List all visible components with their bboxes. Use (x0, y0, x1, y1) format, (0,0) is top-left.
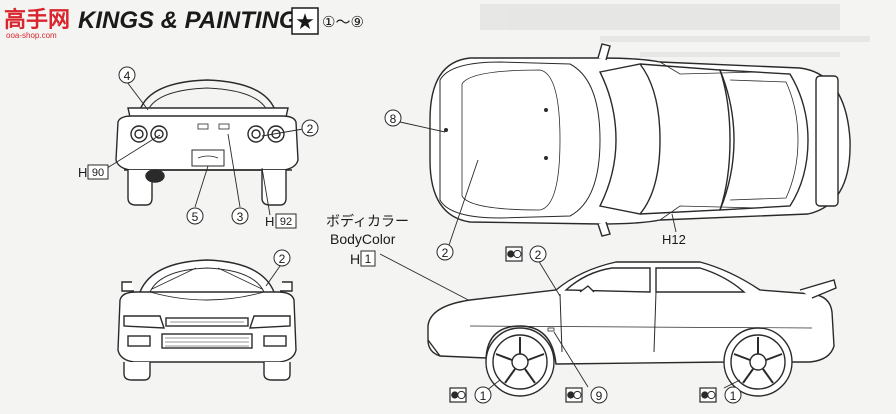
callout-top-8: 8 (390, 112, 397, 126)
callout-rear-3: 3 (237, 210, 244, 224)
side-callouts: 2 1 9 1 (449, 245, 742, 404)
callout-rear-2: 2 (307, 122, 314, 136)
section-title: KINGS & PAINTING (78, 7, 298, 34)
callout-front-2: 2 (279, 252, 286, 266)
callout-side-9: 9 (596, 389, 603, 403)
car-side-view (427, 261, 837, 397)
car-rear-view (115, 79, 299, 206)
body-color-en: BodyColor (330, 231, 396, 247)
callout-rear-5: 5 (192, 210, 199, 224)
car-front-view (117, 259, 297, 381)
callout-rear-4: 4 (124, 69, 131, 83)
callout-rear-h92-num: 92 (280, 216, 292, 228)
star-badge-icon: ★ (291, 7, 319, 35)
callout-side-1a: 1 (480, 389, 487, 403)
callout-side-1b: 1 (730, 389, 737, 403)
callout-top-h12: H12 (662, 232, 686, 247)
rear-callouts: 4 2 5 3 H 90 H 92 (78, 66, 319, 229)
callout-rear-h90-num: 90 (92, 167, 104, 179)
body-color-h-num: 1 (365, 252, 372, 266)
callout-rear-h90-prefix: H (78, 165, 87, 180)
callout-top-2: 2 (442, 246, 449, 260)
car-top-view (429, 43, 851, 237)
decal-range: ①～⑨ (322, 14, 364, 31)
logo-url: ooa-shop.com (6, 31, 57, 40)
callout-side-2: 2 (535, 248, 542, 262)
svg-text:★: ★ (295, 9, 315, 34)
bleed-through (480, 4, 870, 57)
callout-rear-h92-prefix: H (265, 214, 274, 229)
decal-marker-icon (699, 387, 717, 403)
watermark-logo: 高手网 ooa-shop.com (4, 7, 70, 40)
body-color-h-prefix: H (350, 251, 360, 267)
decal-marker-icon (565, 387, 583, 403)
body-color-jp: ボディカラー (326, 213, 409, 229)
logo-text: 高手网 (4, 7, 70, 32)
body-color-label: ボディカラー BodyColor H 1 (326, 213, 477, 305)
front-callouts: 2 (265, 249, 291, 287)
decal-marker-icon (449, 387, 467, 403)
decal-marker-icon (505, 246, 523, 262)
top-callouts: 8 2 H12 (384, 109, 686, 261)
